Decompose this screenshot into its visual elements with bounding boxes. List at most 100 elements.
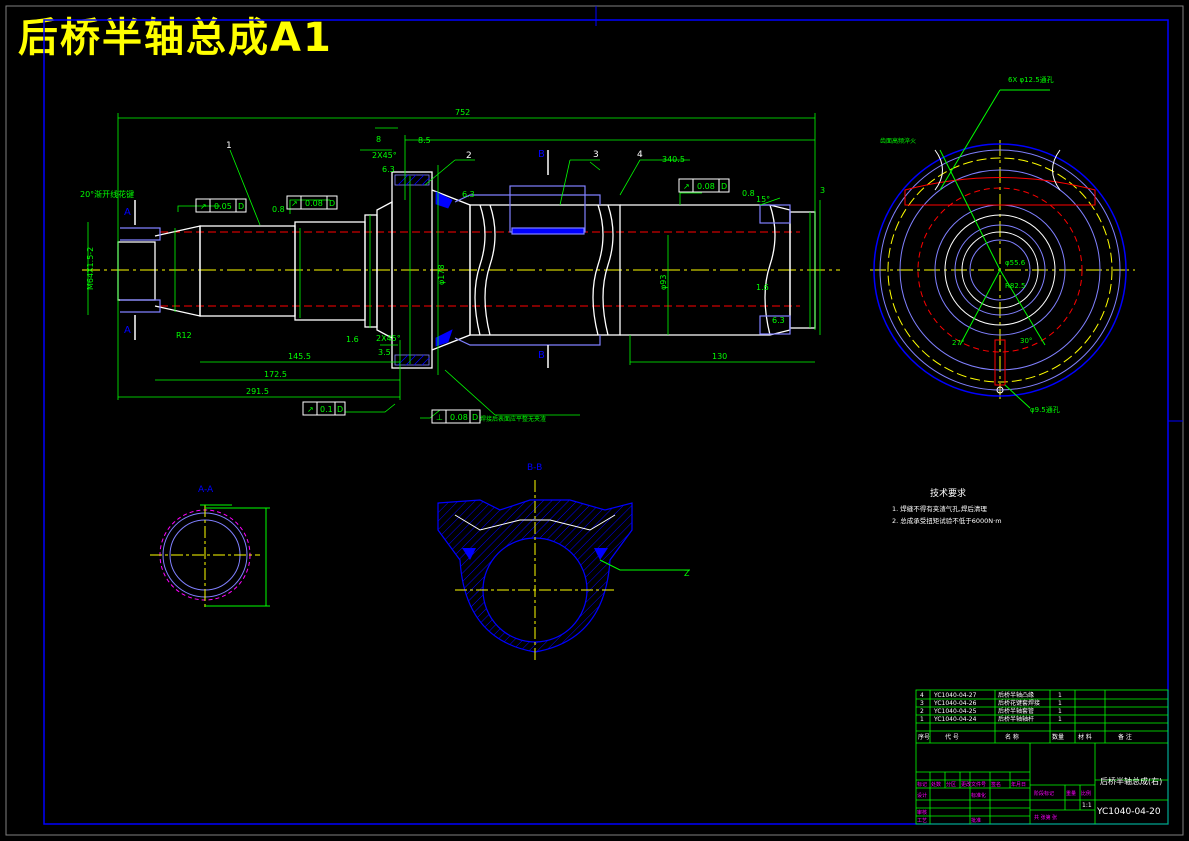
tb-part-name: 后桥半轴总成(右) [1100, 776, 1162, 786]
flange-hatch [394, 174, 453, 366]
bom-row-2-code: YC1040-04-26 [933, 700, 977, 707]
balloon-3: 3 [593, 150, 599, 160]
weld-symbol: 6.3 [462, 190, 475, 199]
balloon-4: 4 [637, 150, 643, 160]
section-bb-title: B-B [527, 463, 542, 473]
dim-1-6: 1.6 [346, 335, 359, 344]
gtol-4-datum: D [337, 405, 343, 414]
gtol-frame-2: ↗ 0.08 D [286, 195, 338, 210]
tech-req-title: 技术要求 [930, 487, 966, 499]
tb-role-design: 设计 [917, 792, 927, 799]
tb-label-zone: 分区 [946, 781, 956, 788]
dim-15deg: 15° [756, 195, 770, 204]
section-aa-view [150, 504, 270, 608]
bom-row-1-name: 后桥半轴凸缘 [998, 691, 1034, 699]
tb-scale: 1:1 [1082, 802, 1092, 809]
gtol-frame-3: ↗ 0.08 D [678, 178, 730, 193]
bom-header-code: 代 号 [945, 733, 959, 741]
tb-label-mark: 标记 [917, 781, 927, 788]
tb-sheet: 共 张第 张 [1034, 814, 1057, 821]
bom-row-1-qty: 1 [1058, 692, 1062, 699]
section-aa-title: A-A [198, 485, 214, 495]
dim-2x45: 2X45° [372, 151, 397, 160]
dim-145: 145.5 [288, 352, 311, 361]
bom-row-4-qty: 1 [1058, 716, 1062, 723]
bom-row-4-name: 后桥半轴轴杆 [998, 715, 1034, 723]
weld-note: 焊接后表面应平整无夹渣 [480, 415, 546, 423]
end-angle-1: 27° [952, 339, 964, 347]
tb-ratio: 比例 [1081, 790, 1091, 797]
gtol-4-value: 0.1 [320, 405, 333, 414]
gtol-frame-4: ↗ 0.1 D [302, 401, 346, 416]
gtol-3-symbol: ↗ [683, 182, 690, 191]
tb-role-approve: 批准 [971, 817, 981, 824]
bom-header-remark: 备 注 [1118, 733, 1132, 741]
hole-note: 6X φ12.5通孔 [1008, 75, 1054, 84]
dim-291: 291.5 [246, 387, 269, 396]
bom-row-2-name: 后桥花键套焊接 [998, 699, 1040, 707]
tb-role-std: 标准化 [971, 792, 986, 799]
end-dia-inner: φ55.6 [1005, 259, 1026, 267]
gtol-1-datum: D [238, 202, 244, 211]
bom-row-3-no: 2 [920, 708, 924, 715]
gtol-5-value: 0.08 [450, 413, 468, 422]
tb-drawing-code: YC1040-04-20 [1096, 807, 1161, 817]
tb-label-sign: 签名 [991, 781, 1001, 788]
dim-dia-body: φ93 [659, 275, 668, 290]
end-hole: φ9.5通孔 [1030, 405, 1060, 414]
balloon-1: 1 [226, 141, 232, 151]
gtol-5-datum: D [472, 413, 478, 422]
tb-label-docno: 更改文件号 [961, 781, 986, 788]
section-a-bottom: A [124, 325, 131, 336]
dim-3: 3 [820, 186, 825, 195]
gtol-frame-5: ⊥ 0.08 D [431, 409, 481, 424]
dim-3-5: 3.5 [378, 348, 391, 357]
tech-req-item-2: 2. 总成承受扭矩试验不低于6000N·m [892, 516, 1002, 525]
dim-r12: R12 [176, 331, 192, 340]
dim-172: 172.5 [264, 370, 287, 379]
bom-row-4-no: 1 [920, 716, 924, 723]
section-a-top: A [124, 207, 131, 218]
tooth-note: 齿面高频淬火 [880, 137, 916, 145]
bom-row-2-no: 3 [920, 700, 924, 707]
gtol-2-value: 0.08 [305, 199, 323, 208]
tb-weight: 重量 [1066, 790, 1076, 797]
dim-2x45b: 2X45° [376, 334, 401, 343]
gtol-frame-1: ↗ 0.05 D [195, 198, 247, 213]
sheet-frame [5, 5, 1184, 836]
bom-header-qty: 数量 [1052, 733, 1064, 741]
gtol-2-symbol: ↗ [291, 199, 298, 208]
end-r-bolt: R82.5 [1005, 282, 1025, 290]
tb-role-process: 工艺 [917, 818, 927, 824]
bom-row-1-no: 4 [920, 692, 924, 699]
dim-dia-178: φ178 [437, 264, 446, 285]
bom-row-2-qty: 1 [1058, 700, 1062, 707]
section-bb-view: B-B Z [437, 463, 690, 660]
dim-8: 8 [376, 135, 381, 144]
spline-note: 20°渐开线花键 [80, 189, 134, 199]
thread-dim: M64X1.5-2 [86, 247, 95, 290]
bom-row-3-name: 后桥半轴套管 [998, 707, 1034, 715]
dim-130: 130 [712, 352, 727, 361]
bom-header-material: 材 料 [1078, 733, 1092, 741]
tb-label-date: 年月日 [1011, 781, 1026, 788]
dim-0-8b: 0.8 [742, 189, 755, 198]
dim-6-3: 6.3 [382, 165, 395, 174]
gtol-5-symbol: ⊥ [436, 413, 443, 422]
gtol-3-value: 0.08 [697, 182, 715, 191]
dim-340: 340.5 [662, 155, 685, 164]
bom-row-1-code: YC1040-04-27 [933, 692, 977, 699]
gtol-1-value: 0.05 [214, 202, 232, 211]
tech-requirements: 技术要求 1. 焊缝不得有夹渣气孔,焊后清理 2. 总成承受扭矩试验不低于600… [892, 487, 1002, 525]
shaft-main-view: A A B B 752 291.5 172.5 145.5 130 340.5 … [80, 108, 840, 424]
gtol-1-symbol: ↗ [200, 202, 207, 211]
dim-1-6b: 1.6 [756, 283, 769, 292]
section-b-top: B [538, 149, 545, 160]
tb-label-count: 处数 [931, 781, 941, 788]
bom-row-4-code: YC1040-04-24 [933, 716, 977, 723]
weld-z-label: Z [684, 569, 690, 578]
flange-end-view [870, 89, 1135, 409]
bom-row-3-code: YC1040-04-25 [933, 708, 977, 715]
dim-0-8: 0.8 [272, 205, 285, 214]
end-angle-2: 30° [1020, 337, 1032, 345]
